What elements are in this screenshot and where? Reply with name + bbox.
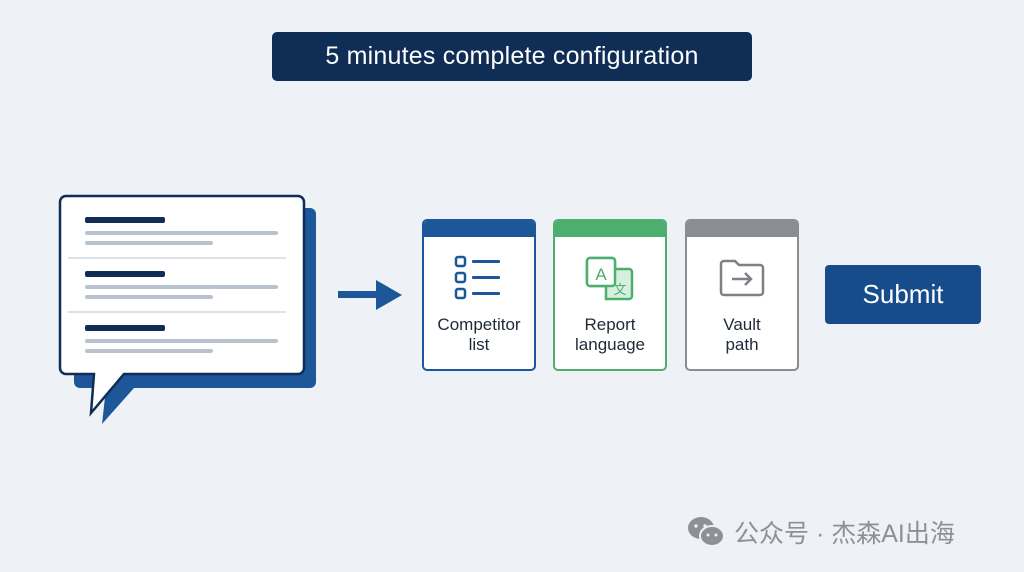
card-header-bar <box>687 221 797 237</box>
watermark-text: 公众号 · 杰森AI出海 <box>734 520 955 548</box>
checklist-icon <box>424 255 534 301</box>
wechat-icon <box>688 517 725 547</box>
arrow-right-icon <box>336 278 404 317</box>
card-vault-path[interactable]: Vault path <box>685 219 799 371</box>
svg-text:A: A <box>595 265 607 284</box>
watermark: 公众号 · 杰森AI出海 <box>686 512 955 552</box>
card-label: Report language <box>575 315 645 354</box>
card-report-language[interactable]: A 文 Report language <box>553 219 667 371</box>
card-label: Vault path <box>723 315 761 354</box>
translate-icon: A 文 <box>555 255 665 301</box>
card-label: Competitor list <box>437 315 521 354</box>
svg-text:文: 文 <box>613 283 626 298</box>
card-header-bar <box>555 221 665 237</box>
folder-arrow-icon <box>687 255 797 301</box>
submit-button[interactable]: Submit <box>825 265 981 324</box>
page-title: 5 minutes complete configuration <box>272 32 752 81</box>
chat-bubble-icon <box>58 194 318 429</box>
card-competitor-list[interactable]: Competitor list <box>422 219 536 371</box>
card-header-bar <box>424 221 534 237</box>
